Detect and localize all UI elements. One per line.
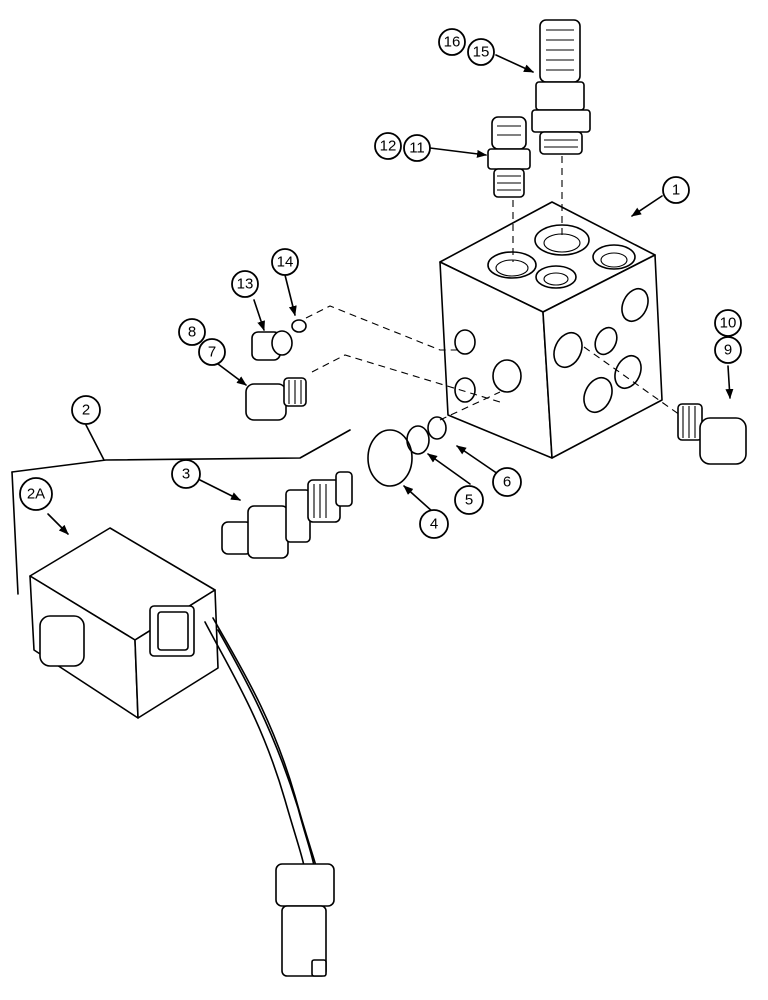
- callout-4: 4: [419, 509, 449, 539]
- svg-text:7: 7: [208, 344, 216, 361]
- callout-10: 10: [714, 309, 742, 337]
- callout-16: 16: [438, 28, 466, 56]
- callout-2a: 2A: [19, 477, 53, 511]
- svg-text:10: 10: [720, 315, 737, 332]
- svg-text:2: 2: [82, 402, 90, 419]
- svg-text:14: 14: [277, 254, 294, 271]
- callout-1: 1: [662, 176, 690, 204]
- fitting-tall: [531, 19, 591, 155]
- cartridge-valve: [221, 471, 353, 559]
- svg-text:5: 5: [465, 492, 473, 509]
- fitting-short: [487, 116, 531, 198]
- svg-text:13: 13: [237, 276, 254, 293]
- callout-14: 14: [271, 248, 299, 276]
- callout-8: 8: [178, 318, 206, 346]
- valve-block: [439, 201, 663, 459]
- svg-text:4: 4: [430, 516, 438, 533]
- svg-text:15: 15: [473, 44, 490, 61]
- svg-text:12: 12: [380, 138, 397, 155]
- callout-13: 13: [231, 270, 259, 298]
- callout-3: 3: [171, 459, 201, 489]
- plug-small: [251, 319, 307, 361]
- svg-text:11: 11: [409, 140, 425, 157]
- callout-2: 2: [71, 395, 101, 425]
- svg-text:3: 3: [182, 466, 190, 483]
- callout-6: 6: [492, 467, 522, 497]
- callout-9: 9: [714, 336, 742, 364]
- plug-large: [245, 377, 307, 421]
- callout-11: 11: [403, 134, 431, 162]
- callout-15: 15: [467, 38, 495, 66]
- svg-text:1: 1: [672, 182, 680, 199]
- callout-5: 5: [454, 485, 484, 515]
- svg-text:6: 6: [503, 474, 511, 491]
- callout-7: 7: [198, 338, 226, 366]
- svg-text:8: 8: [188, 324, 196, 341]
- solenoid-coil: [29, 527, 219, 719]
- svg-text:9: 9: [724, 342, 732, 359]
- svg-text:16: 16: [444, 34, 461, 51]
- plug-right: [677, 403, 747, 465]
- svg-text:2A: 2A: [27, 486, 45, 503]
- callout-12: 12: [374, 132, 402, 160]
- o-rings: [367, 416, 447, 487]
- wire-connector: [275, 863, 335, 977]
